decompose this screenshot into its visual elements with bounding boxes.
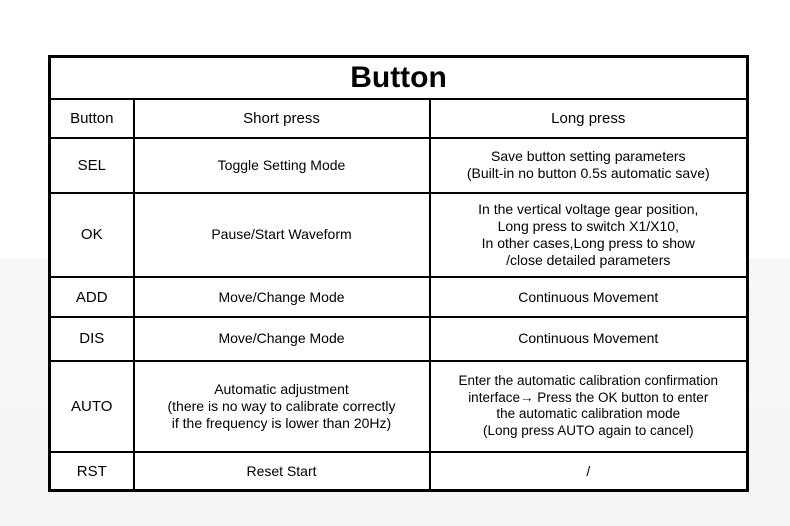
button-name-cell: AUTO: [48, 359, 135, 454]
table-row-dis: DIS Move/Change Mode Continuous Movement: [48, 316, 749, 362]
col-header-long-press: Long press: [428, 97, 749, 139]
button-name-cell: SEL: [48, 136, 135, 194]
long-press-cell: Enter the automatic calibration confirma…: [428, 359, 749, 454]
short-press-cell: Move/Change Mode: [132, 316, 431, 362]
table-row-sel: SEL Toggle Setting Mode Save button sett…: [48, 136, 749, 194]
short-press-cell: Pause/Start Waveform: [132, 191, 431, 279]
col-header-button: Button: [48, 97, 135, 139]
short-press-cell: Move/Change Mode: [132, 276, 431, 319]
long-press-cell: /: [428, 451, 749, 492]
table-row-add: ADD Move/Change Mode Continuous Movement: [48, 276, 749, 319]
long-press-cell: Continuous Movement: [428, 276, 749, 319]
col-header-short-press: Short press: [132, 97, 431, 139]
short-press-cell: Automatic adjustment (there is no way to…: [132, 359, 431, 454]
short-press-cell: Reset Start: [132, 451, 431, 492]
button-name-cell: RST: [48, 451, 135, 492]
table-row-ok: OK Pause/Start Waveform In the vertical …: [48, 191, 749, 279]
table-title-row: Button: [48, 55, 749, 100]
table-row-auto: AUTO Automatic adjustment (there is no w…: [48, 359, 749, 454]
table-row-rst: RST Reset Start /: [48, 451, 749, 492]
short-press-cell: Toggle Setting Mode: [132, 136, 431, 194]
button-name-cell: OK: [48, 191, 135, 279]
long-press-cell: Save button setting parameters (Built-in…: [428, 136, 749, 194]
table-header-row: Button Short press Long press: [48, 97, 749, 139]
long-press-cell: Continuous Movement: [428, 316, 749, 362]
button-name-cell: DIS: [48, 316, 135, 362]
table-title: Button: [48, 55, 749, 100]
button-functions-table: Button Button Short press Long press SEL…: [48, 55, 750, 492]
long-press-cell: In the vertical voltage gear position, L…: [428, 191, 749, 279]
button-name-cell: ADD: [48, 276, 135, 319]
